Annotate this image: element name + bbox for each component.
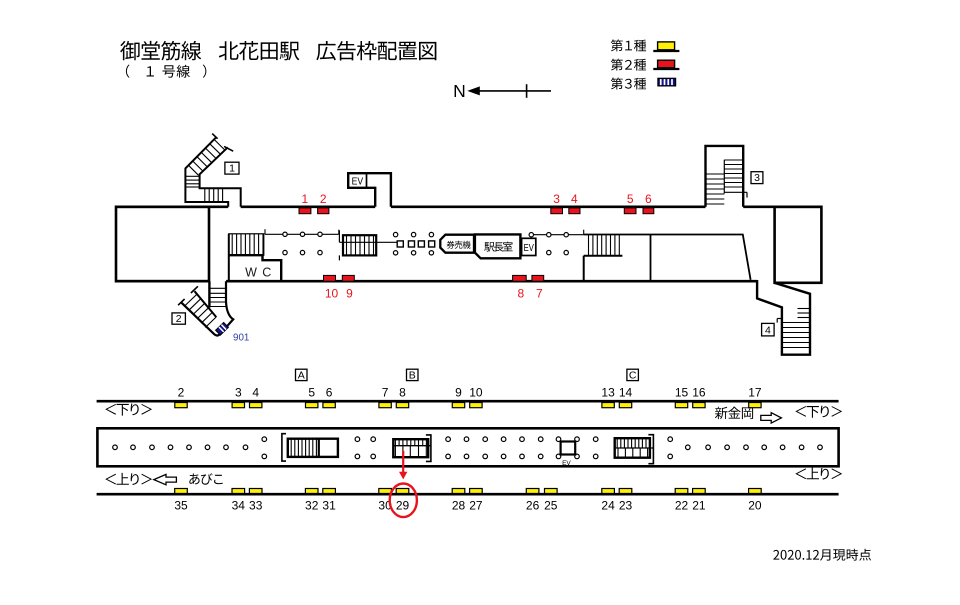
svg-text:13: 13	[601, 385, 615, 399]
svg-text:1: 1	[302, 192, 309, 206]
svg-text:29: 29	[396, 499, 410, 513]
svg-text:6: 6	[645, 192, 652, 206]
svg-text:10: 10	[325, 286, 339, 300]
svg-text:7: 7	[382, 385, 389, 399]
svg-text:EV: EV	[352, 177, 364, 188]
svg-text:9: 9	[346, 286, 353, 300]
svg-text:33: 33	[249, 499, 263, 513]
svg-text:N: N	[453, 81, 466, 101]
svg-text:17: 17	[748, 385, 762, 399]
svg-text:8: 8	[399, 385, 406, 399]
svg-text:5: 5	[308, 385, 315, 399]
svg-text:1: 1	[229, 163, 235, 175]
svg-text:24: 24	[601, 499, 615, 513]
svg-text:B: B	[409, 369, 416, 381]
svg-text:901: 901	[233, 332, 249, 343]
svg-text:16: 16	[692, 385, 706, 399]
svg-text:EV: EV	[524, 242, 534, 254]
svg-text:2: 2	[320, 192, 327, 206]
svg-text:8: 8	[517, 286, 524, 300]
svg-text:32: 32	[305, 499, 319, 513]
svg-text:28: 28	[452, 499, 466, 513]
svg-text:26: 26	[526, 499, 540, 513]
svg-text:A: A	[298, 369, 305, 381]
svg-text:W: W	[245, 266, 257, 280]
svg-text:C: C	[262, 266, 271, 280]
svg-text:4: 4	[571, 192, 578, 206]
svg-text:C: C	[629, 369, 637, 381]
svg-text:4: 4	[765, 324, 771, 336]
svg-text:27: 27	[469, 499, 483, 513]
svg-text:3: 3	[235, 385, 242, 399]
svg-text:9: 9	[455, 385, 462, 399]
svg-text:6: 6	[326, 385, 333, 399]
svg-text:4: 4	[252, 385, 259, 399]
svg-text:25: 25	[544, 499, 558, 513]
svg-text:2: 2	[176, 313, 182, 325]
svg-text:34: 34	[232, 499, 246, 513]
svg-text:3: 3	[553, 192, 560, 206]
svg-text:EV: EV	[562, 460, 571, 467]
svg-text:35: 35	[174, 499, 188, 513]
svg-text:2: 2	[178, 385, 185, 399]
svg-text:7: 7	[536, 286, 543, 300]
svg-text:31: 31	[322, 499, 336, 513]
svg-text:23: 23	[619, 499, 633, 513]
svg-text:20: 20	[748, 499, 762, 513]
svg-text:5: 5	[627, 192, 634, 206]
svg-text:15: 15	[675, 385, 689, 399]
svg-text:3: 3	[754, 172, 760, 184]
svg-text:22: 22	[675, 499, 689, 513]
svg-text:21: 21	[692, 499, 706, 513]
svg-text:10: 10	[469, 385, 483, 399]
svg-text:14: 14	[619, 385, 633, 399]
